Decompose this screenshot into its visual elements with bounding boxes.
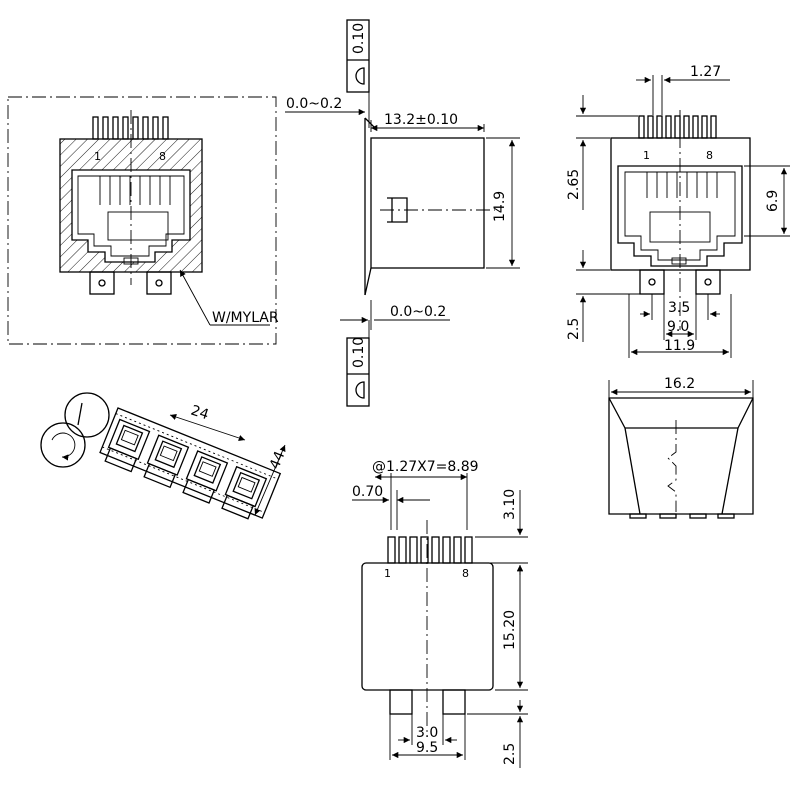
rear-pin-label-8: 8 xyxy=(462,567,469,580)
flatness-frame-bottom: 0.10 xyxy=(346,320,370,407)
rear-view: @1.27X7=8.89 0.70 1 8 3 xyxy=(352,459,528,768)
flatness-frame-top: 0.10 xyxy=(346,19,370,128)
gap-top-label: 0.0~0.2 xyxy=(286,96,342,112)
pocket-2 xyxy=(143,434,190,489)
top-width-label: 16.2 xyxy=(664,376,695,392)
rear-pin-length-label: 3.10 xyxy=(502,489,518,520)
gap-bottom-label: 0.0~0.2 xyxy=(390,304,446,320)
rear-post-gap-label: 3.0 xyxy=(416,725,438,741)
rear-body xyxy=(361,562,494,691)
pin-pitch-label: 1.27 xyxy=(690,64,721,80)
pcb-contacts xyxy=(646,172,718,198)
pin-height-label: 2.65 xyxy=(566,169,582,200)
pcb-post-right xyxy=(695,269,721,295)
side-body xyxy=(370,137,485,269)
pcb-pin-label-1: 1 xyxy=(643,149,650,162)
front-view-mylar: 1 8 W/MYLAR xyxy=(7,96,279,345)
pcb-front-view: 1.27 1 8 xyxy=(566,64,790,358)
pcb-jack-opening xyxy=(617,165,743,267)
opening-height-label: 6.9 xyxy=(765,190,781,212)
pocket-3 xyxy=(182,450,229,504)
side-latch xyxy=(387,197,408,223)
mylar-boundary xyxy=(7,96,277,345)
rear-pin-width-label: 0.70 xyxy=(352,484,383,500)
rear-body-height-label: 15.20 xyxy=(502,610,518,650)
mylar-label: W/MYLAR xyxy=(212,310,279,326)
post-outer-label: 11.9 xyxy=(664,338,695,354)
reel-rotation-icon xyxy=(51,432,76,461)
rear-pins xyxy=(387,536,473,564)
pcb-body xyxy=(610,137,751,271)
front-post-right xyxy=(146,271,172,295)
post-length-label: 2.5 xyxy=(566,318,582,340)
rear-post-right xyxy=(442,689,466,715)
pcb-post-left xyxy=(639,269,665,295)
depth-label: 13.2±0.10 xyxy=(384,112,458,128)
tape-reel: 24 44 xyxy=(40,392,289,520)
rear-pin-label-1: 1 xyxy=(384,567,391,580)
reel-back xyxy=(64,392,110,438)
flatness-top-value: 0.10 xyxy=(351,23,367,54)
front-pins xyxy=(92,116,169,140)
tape-width-label: 44 xyxy=(267,449,289,472)
top-body xyxy=(608,397,754,515)
top-view: 16.2 xyxy=(608,376,754,519)
post-inner-label: 3.5 xyxy=(668,300,690,316)
front-pin-label-1: 1 xyxy=(94,150,101,163)
jack-contacts xyxy=(99,176,171,205)
rear-post-length-label: 2.5 xyxy=(502,743,518,765)
carrier-tape xyxy=(99,407,282,520)
front-post-left xyxy=(89,271,115,295)
rear-pin-spacing-label: @1.27X7=8.89 xyxy=(372,459,479,475)
pocket-4 xyxy=(221,465,268,520)
rear-post-span-label: 9.5 xyxy=(416,740,438,756)
flatness-bottom-value: 0.10 xyxy=(351,337,367,368)
height-label: 14.9 xyxy=(492,191,508,222)
tape-pitch-label: 24 xyxy=(189,403,211,424)
front-pin-label-8: 8 xyxy=(159,150,166,163)
pcb-pins xyxy=(638,115,717,139)
rear-post-left xyxy=(389,689,413,715)
post-spacing-label: 9.0 xyxy=(667,319,689,335)
reel-front xyxy=(40,422,86,468)
side-view: 0.10 0.0~0.2 13.2±0.10 14.9 0.0~0.2 xyxy=(285,19,520,407)
pcb-pin-label-8: 8 xyxy=(706,149,713,162)
pocket-1 xyxy=(104,418,151,473)
